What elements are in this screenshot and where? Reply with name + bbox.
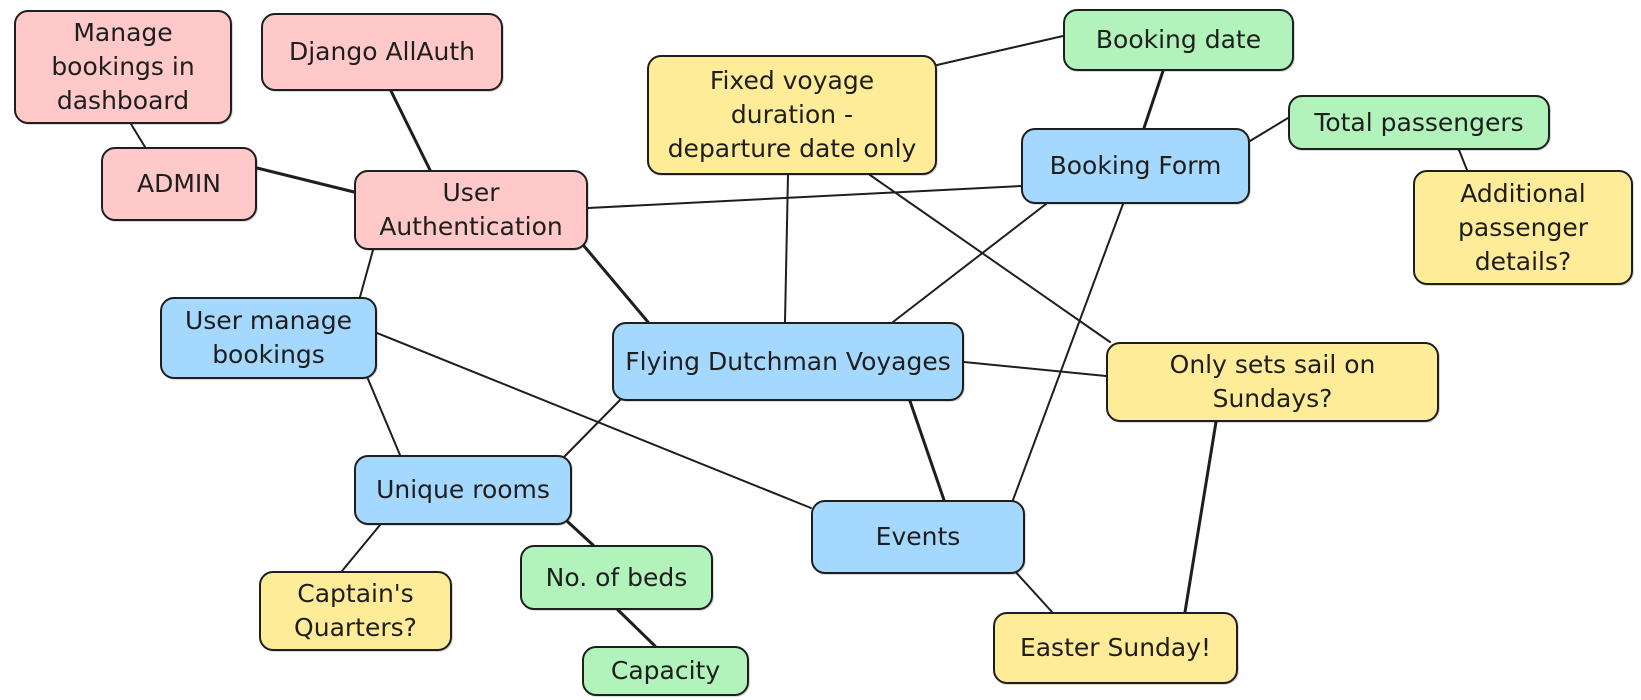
node-admin[interactable]: ADMIN (101, 147, 257, 221)
connector-flying-dutchman-unique-rooms (562, 397, 623, 459)
node-events[interactable]: Events (811, 500, 1025, 574)
node-manage-bookings-dashboard[interactable]: Manage bookings in dashboard (14, 10, 232, 124)
connector-flying-dutchman-events (908, 399, 946, 502)
connector-no-of-beds-capacity (616, 608, 657, 648)
connector-user-auth-flying-dutchman (582, 244, 650, 324)
connector-fixed-voyage-booking-date (936, 35, 1064, 66)
node-easter-sunday[interactable]: Easter Sunday! (993, 612, 1238, 684)
connector-flying-dutchman-only-sundays (963, 361, 1107, 377)
connector-admin-user-auth (255, 166, 356, 194)
node-booking-date[interactable]: Booking date (1063, 9, 1294, 71)
node-user-authentication[interactable]: User Authentication (354, 170, 588, 250)
node-no-of-beds[interactable]: No. of beds (520, 545, 713, 610)
connector-user-auth-user-manage (359, 249, 374, 298)
connector-unique-rooms-captains (341, 524, 381, 572)
node-booking-form[interactable]: Booking Form (1021, 128, 1250, 204)
node-flying-dutchman-voyages[interactable]: Flying Dutchman Voyages (612, 322, 964, 401)
connector-booking-form-total-pass (1249, 117, 1289, 142)
node-unique-rooms[interactable]: Unique rooms (354, 455, 572, 525)
connector-total-pass-additional (1458, 149, 1468, 171)
node-additional-passenger-details[interactable]: Additional passenger details? (1413, 170, 1633, 285)
connector-only-sundays-easter-sunday (1183, 420, 1218, 614)
node-capacity[interactable]: Capacity (582, 646, 749, 696)
connector-events-easter-sunday (1011, 567, 1053, 613)
node-django-allauth[interactable]: Django AllAuth (261, 13, 503, 91)
connector-user-manage-unique-rooms (367, 378, 401, 456)
node-captains-quarters[interactable]: Captain's Quarters? (259, 571, 452, 651)
connector-user-manage-events (376, 332, 812, 509)
node-only-sets-sail-sundays[interactable]: Only sets sail on Sundays? (1106, 342, 1439, 422)
connector-booking-form-flying-dutchman (892, 203, 1047, 323)
connector-booking-date-booking-form (1142, 69, 1165, 130)
node-user-manage-bookings[interactable]: User manage bookings (160, 297, 377, 379)
connector-unique-rooms-no-of-beds (566, 520, 595, 547)
connector-user-auth-booking-form (587, 185, 1022, 209)
connector-allauth-user-auth (389, 89, 432, 172)
node-total-passengers[interactable]: Total passengers (1288, 95, 1550, 150)
connector-fixed-voyage-only-sundays (869, 174, 1111, 343)
connector-booking-form-events (1012, 203, 1124, 501)
connector-manage-bookings-admin (130, 123, 146, 148)
node-fixed-voyage-duration[interactable]: Fixed voyage duration - departure date o… (647, 55, 937, 175)
connector-fixed-voyage-flying-dutchman (784, 174, 789, 323)
